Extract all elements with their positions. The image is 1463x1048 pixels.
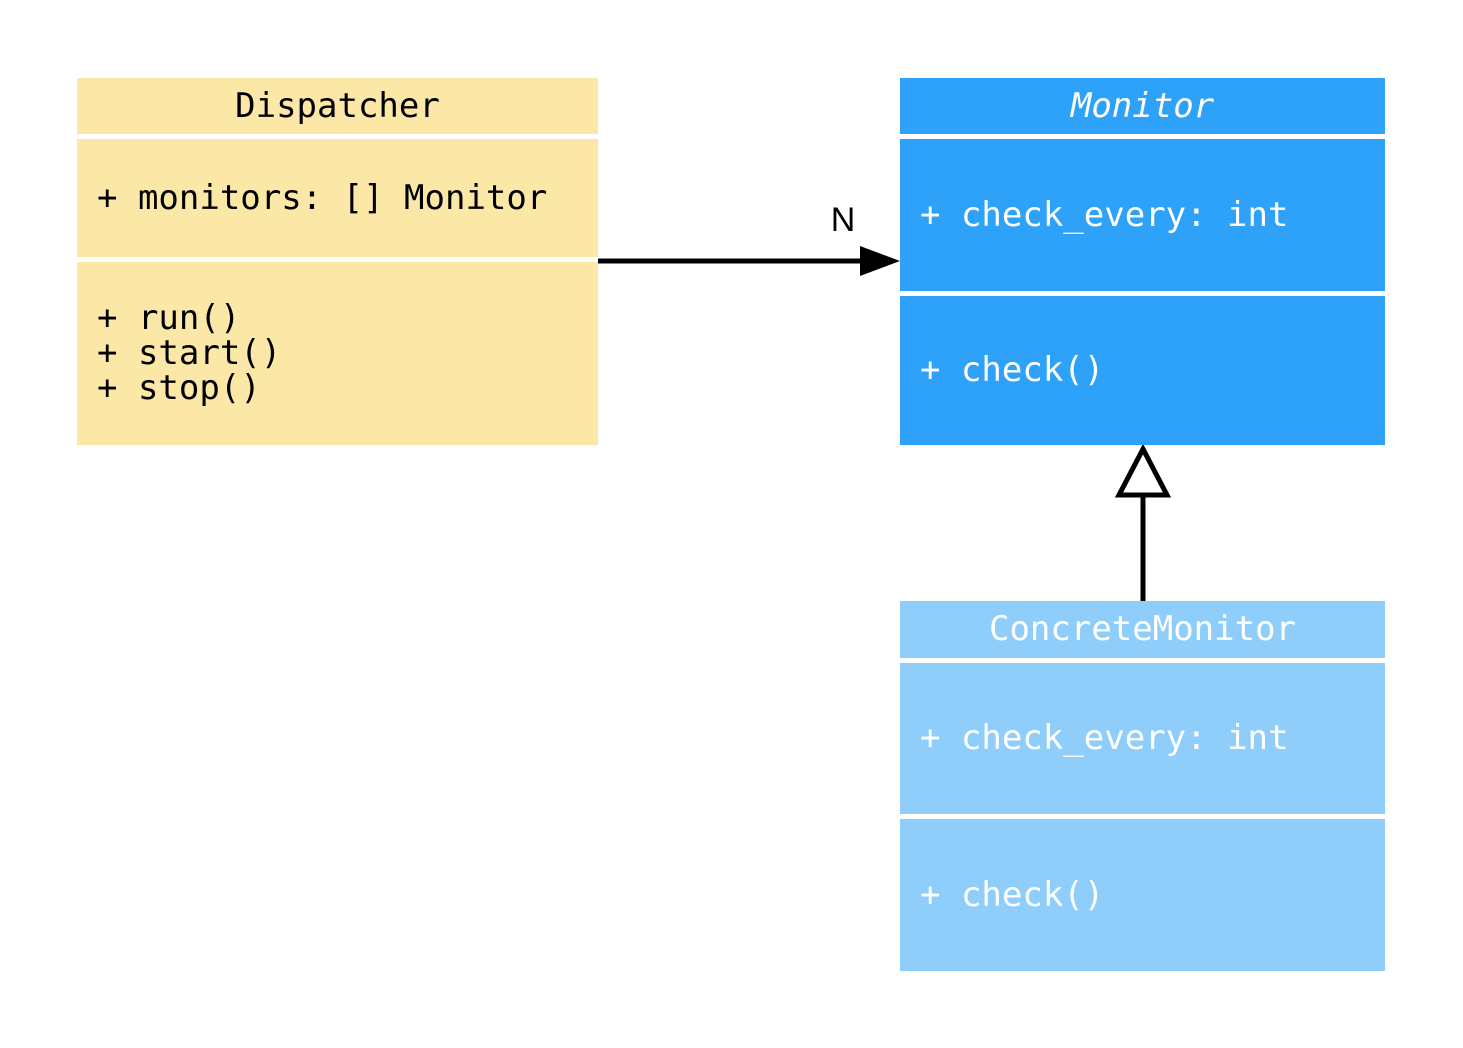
attribute: + check_every: int xyxy=(920,718,1289,758)
class-methods-dispatcher: + run() + start() + stop() xyxy=(77,262,598,445)
association-multiplicity-label: N xyxy=(830,201,856,239)
class-title: ConcreteMonitor xyxy=(988,609,1297,649)
class-header-dispatcher: Dispatcher xyxy=(77,78,598,134)
class-header-monitor: Monitor xyxy=(900,78,1385,134)
class-title: Monitor xyxy=(1070,85,1215,126)
inheritance-edge-concretemonitor-to-monitor xyxy=(1114,443,1172,601)
class-methods-concretemonitor: + check() xyxy=(900,819,1385,971)
method: + stop() xyxy=(97,368,261,408)
method: + check() xyxy=(920,874,1105,915)
method: + run() xyxy=(97,298,241,338)
attribute: + check_every: int xyxy=(920,194,1289,235)
class-attributes-monitor: + check_every: int xyxy=(900,139,1385,291)
method: + start() xyxy=(97,333,282,373)
class-attributes-dispatcher: + monitors: [] Monitor xyxy=(77,139,598,257)
class-methods-monitor: + check() xyxy=(900,296,1385,445)
association-arrowhead-icon xyxy=(860,246,900,276)
class-header-concretemonitor: ConcreteMonitor xyxy=(900,601,1385,658)
class-attributes-concretemonitor: + check_every: int xyxy=(900,663,1385,814)
method: + check() xyxy=(920,350,1105,390)
class-title: Dispatcher xyxy=(235,85,440,126)
attribute: + monitors: [] Monitor xyxy=(97,177,548,218)
inheritance-hollow-triangle-icon xyxy=(1114,443,1172,498)
class-box-dispatcher: Dispatcher + monitors: [] Monitor + run(… xyxy=(77,78,598,445)
association-edge-dispatcher-to-monitor xyxy=(598,246,900,276)
class-box-concretemonitor: ConcreteMonitor + check_every: int + che… xyxy=(900,601,1385,971)
class-box-monitor: Monitor + check_every: int + check() xyxy=(900,78,1385,445)
